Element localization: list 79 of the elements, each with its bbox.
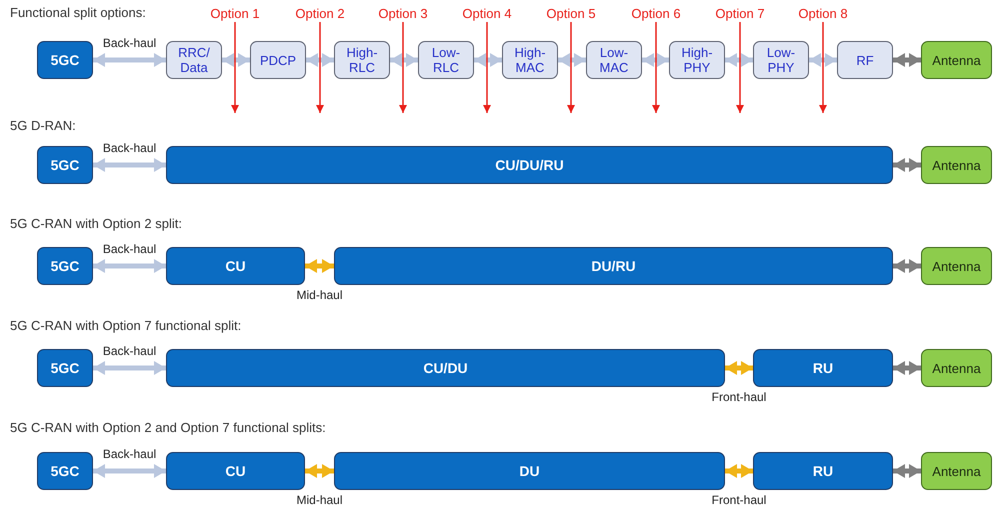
function-box: High- PHY	[669, 41, 725, 79]
option-label: Option 3	[373, 5, 433, 22]
double-arrow	[390, 53, 418, 67]
edge-label: Back-haul	[102, 141, 158, 155]
process-box: CU	[166, 452, 305, 490]
option-label: Option 6	[626, 5, 686, 22]
process-box: RU	[753, 349, 893, 387]
edge-label: Front-haul	[710, 390, 768, 404]
split-arrow	[819, 22, 827, 113]
process-box: CU/DU	[166, 349, 725, 387]
split-arrow	[483, 22, 491, 113]
double-arrow	[93, 53, 166, 67]
function-box: RRC/ Data	[166, 41, 222, 79]
edge-label: Back-haul	[102, 344, 158, 358]
option-label: Option 7	[710, 5, 770, 22]
edge-label: Back-haul	[102, 447, 158, 461]
double-arrow	[893, 464, 921, 478]
double-arrow	[725, 361, 753, 375]
split-arrow	[652, 22, 660, 113]
antenna-box: Antenna	[921, 146, 992, 184]
double-arrow	[893, 158, 921, 172]
double-arrow	[642, 53, 669, 67]
double-arrow	[222, 53, 250, 67]
process-box: 5GC	[37, 247, 93, 285]
edge-label: Back-haul	[102, 242, 158, 256]
double-arrow	[93, 464, 166, 478]
double-arrow	[93, 259, 166, 273]
process-box: CU	[166, 247, 305, 285]
split-arrow	[399, 22, 407, 113]
antenna-box: Antenna	[921, 452, 992, 490]
option-label: Option 5	[541, 5, 601, 22]
double-arrow	[893, 53, 921, 67]
edge-label: Front-haul	[710, 493, 768, 505]
section-heading: Functional split options:	[10, 5, 146, 20]
double-arrow	[93, 158, 166, 172]
section-heading: 5G C-RAN with Option 2 and Option 7 functional splits:	[10, 420, 326, 435]
process-box: DU/RU	[334, 247, 893, 285]
double-arrow	[725, 53, 753, 67]
function-box: Low- RLC	[418, 41, 474, 79]
function-box: High- MAC	[502, 41, 558, 79]
double-arrow	[893, 361, 921, 375]
process-box: 5GC	[37, 41, 93, 79]
process-box: 5GC	[37, 349, 93, 387]
section-heading: 5G C-RAN with Option 2 split:	[10, 216, 182, 231]
split-arrow	[231, 22, 239, 113]
option-label: Option 1	[205, 5, 265, 22]
double-arrow	[305, 259, 334, 273]
edge-label: Mid-haul	[295, 493, 344, 505]
antenna-box: Antenna	[921, 41, 992, 79]
double-arrow	[474, 53, 502, 67]
function-box: Low- PHY	[753, 41, 809, 79]
option-label: Option 4	[457, 5, 517, 22]
split-arrow	[316, 22, 324, 113]
split-arrow	[736, 22, 744, 113]
double-arrow	[893, 259, 921, 273]
double-arrow	[809, 53, 837, 67]
section-heading: 5G C-RAN with Option 7 functional split:	[10, 318, 242, 333]
section-heading: 5G D-RAN:	[10, 118, 76, 133]
function-box: RF	[837, 41, 893, 79]
option-label: Option 2	[290, 5, 350, 22]
double-arrow	[725, 464, 753, 478]
process-box: 5GC	[37, 452, 93, 490]
split-arrow	[567, 22, 575, 113]
antenna-box: Antenna	[921, 349, 992, 387]
edge-label: Mid-haul	[295, 288, 344, 302]
double-arrow	[305, 464, 334, 478]
option-label: Option 8	[793, 5, 853, 22]
double-arrow	[93, 361, 166, 375]
process-box: 5GC	[37, 146, 93, 184]
edge-label: Back-haul	[102, 36, 158, 50]
process-box: RU	[753, 452, 893, 490]
double-arrow	[558, 53, 586, 67]
function-box: High- RLC	[334, 41, 390, 79]
process-box: CU/DU/RU	[166, 146, 893, 184]
process-box: DU	[334, 452, 725, 490]
function-box: Low- MAC	[586, 41, 642, 79]
antenna-box: Antenna	[921, 247, 992, 285]
double-arrow	[306, 53, 334, 67]
function-box: PDCP	[250, 41, 306, 79]
